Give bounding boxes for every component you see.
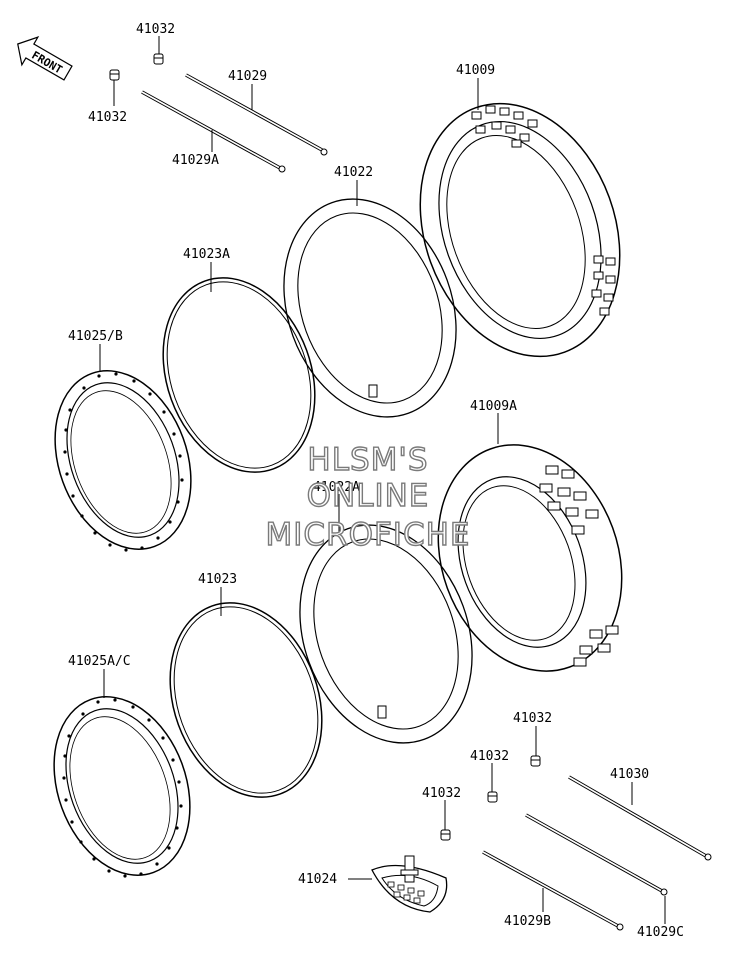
label-41022: 41022	[334, 165, 373, 180]
spoke-41029C	[525, 813, 668, 896]
leader-lines	[99, 36, 666, 924]
watermark: HLSM'S ONLINE MICROFICHE	[265, 441, 471, 553]
part-labels: 41032 41032 41029 41029A 41009 41022 410…	[68, 22, 684, 940]
spoke-41029B	[482, 850, 624, 931]
label-41032-e: 41032	[422, 786, 461, 801]
nipple-41032-top-b	[109, 69, 120, 81]
front-arrow: FRONT	[17, 36, 73, 81]
label-41029A: 41029A	[172, 153, 219, 168]
watermark-line2: ONLINE	[307, 478, 430, 514]
tire-41009-knobs	[471, 105, 616, 316]
label-41025B: 41025/B	[68, 329, 123, 344]
rim-lock-41024	[371, 855, 448, 913]
spoke-41030	[568, 775, 712, 861]
watermark-line1: HLSM'S	[307, 442, 428, 478]
spoke-41029A	[141, 90, 286, 173]
label-41032-c: 41032	[513, 711, 552, 726]
nipple-41032-bottom-c	[440, 829, 451, 841]
nipple-41032-top-a	[153, 53, 164, 65]
label-41030: 41030	[610, 767, 649, 782]
tire-41009A	[437, 444, 623, 672]
rim-strip-41023	[169, 602, 323, 798]
label-41024: 41024	[298, 872, 337, 887]
tube-41022A	[299, 524, 473, 744]
label-41025AC: 41025A/C	[68, 654, 131, 669]
label-41029: 41029	[228, 69, 267, 84]
spoke-41029	[185, 73, 328, 156]
label-41023: 41023	[198, 572, 237, 587]
label-41029C: 41029C	[637, 925, 684, 940]
tire-41009	[419, 102, 621, 358]
label-41032-d: 41032	[470, 749, 509, 764]
rim-41025AC-spoke-holes	[62, 698, 183, 878]
rim-strip-41023A	[162, 277, 316, 473]
nipple-41032-bottom-a	[530, 755, 541, 767]
rim-41025B-spoke-holes	[63, 372, 184, 552]
label-41032-b: 41032	[88, 110, 127, 125]
label-41022A: 41022A	[313, 480, 360, 495]
label-41009: 41009	[456, 63, 495, 78]
label-41029B: 41029B	[504, 914, 551, 929]
nipple-41032-bottom-b	[487, 791, 498, 803]
tire-41009A-knobs	[539, 465, 619, 667]
rim-41025AC	[53, 696, 191, 878]
rim-41025B	[54, 370, 192, 552]
tube-41022	[283, 198, 457, 418]
label-41032-a: 41032	[136, 22, 175, 37]
watermark-line3: MICROFICHE	[266, 517, 471, 553]
label-41023A: 41023A	[183, 247, 230, 262]
label-41009A: 41009A	[470, 399, 517, 414]
